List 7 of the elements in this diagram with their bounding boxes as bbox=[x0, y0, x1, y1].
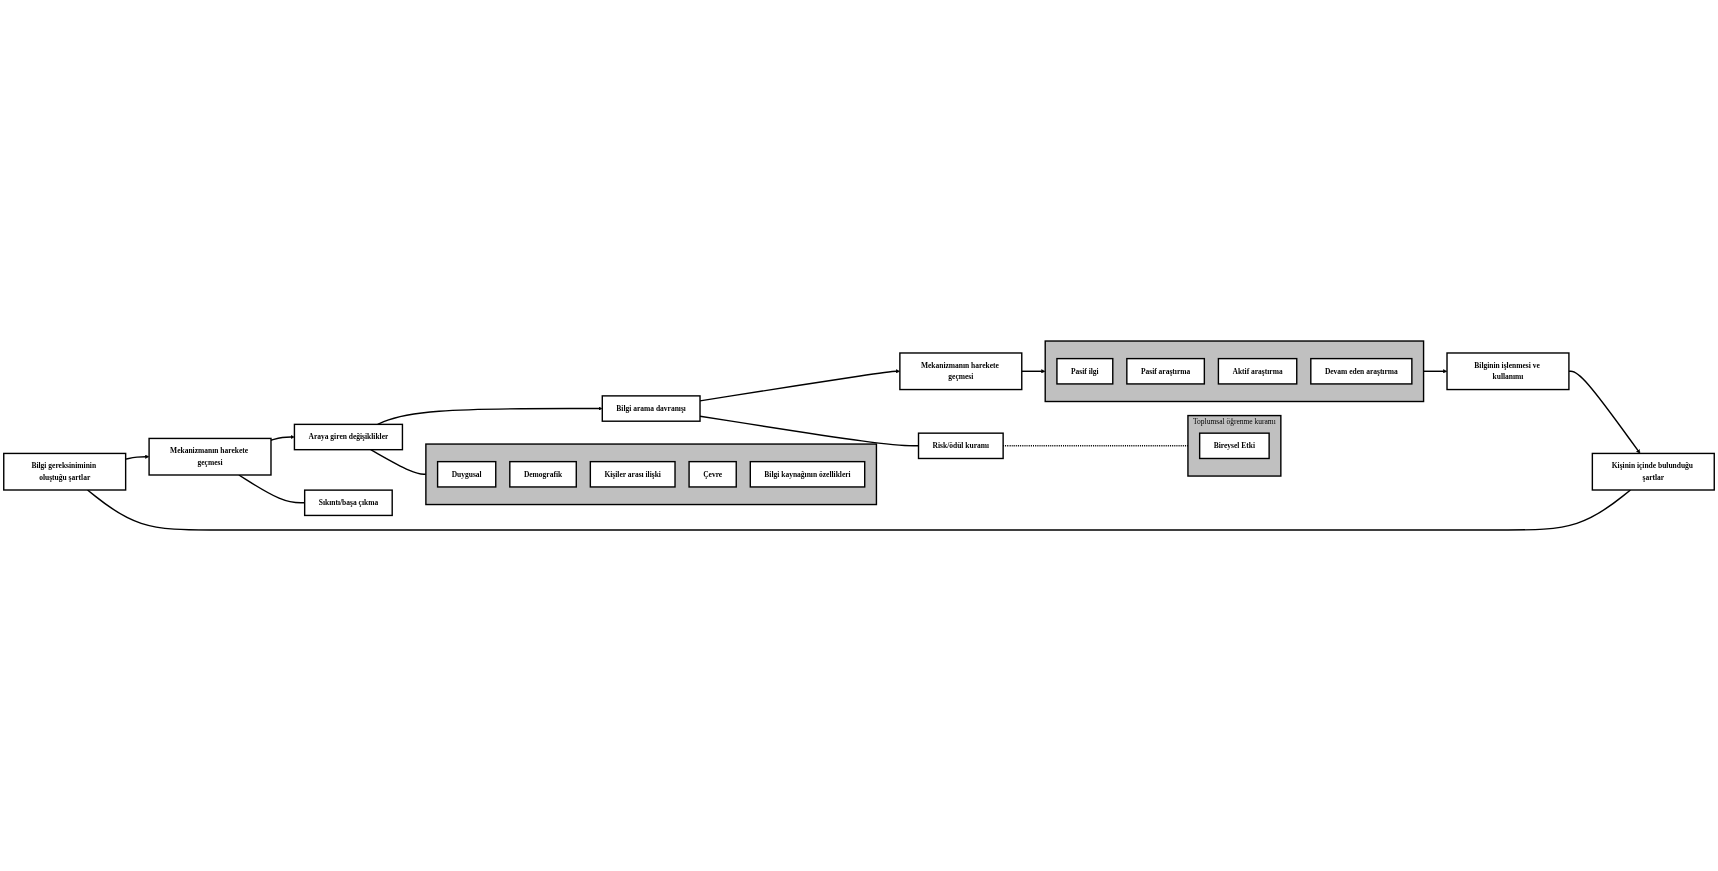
cluster bbox=[425, 443, 878, 506]
arrow bbox=[376, 406, 603, 426]
cluster bbox=[1044, 340, 1425, 403]
arrow bbox=[270, 434, 295, 441]
connector bbox=[86, 489, 1632, 531]
arrow bbox=[1568, 370, 1641, 454]
arrow bbox=[1021, 369, 1046, 374]
